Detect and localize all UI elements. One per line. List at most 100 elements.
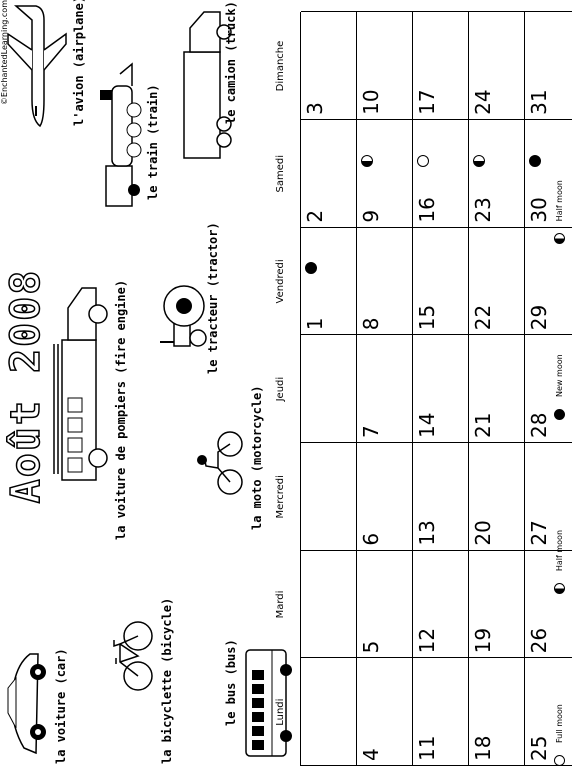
day-number: 30	[527, 197, 551, 223]
day-cell: 2	[301, 118, 357, 227]
day-number: 2	[303, 209, 327, 223]
motorcycle-icon	[197, 430, 246, 496]
day-number: 18	[471, 735, 495, 761]
fire-engine-icon	[52, 284, 110, 484]
fire-engine-label: la voiture de pompiers (fire engine)	[114, 279, 128, 540]
full-moon-icon	[417, 154, 429, 167]
page-title: Août 2008	[2, 268, 50, 504]
weekday-6: Dimanche	[275, 40, 286, 92]
day-cell: 6	[357, 441, 413, 550]
car-label: la voiture (car)	[54, 648, 68, 764]
day-cell: 10	[357, 11, 413, 119]
half-moon-icon	[361, 154, 373, 167]
day-cell: 7	[357, 334, 413, 442]
weekday-1: Mardi	[275, 590, 286, 619]
day-number: 27	[527, 520, 551, 546]
day-number: 24	[471, 89, 495, 115]
day-cell	[301, 549, 357, 658]
weekday-5: Samedi	[275, 154, 286, 193]
day-number: 11	[415, 735, 439, 761]
day-number: 26	[527, 627, 551, 654]
train-label: le train (train)	[146, 84, 160, 200]
day-cell	[301, 334, 357, 442]
legend-label: New moon	[554, 354, 564, 397]
day-number: 14	[415, 412, 439, 438]
day-number: 17	[415, 89, 439, 115]
day-cell: 24	[469, 11, 525, 119]
full-moon-icon	[553, 755, 565, 766]
weekday-0: Lundi	[275, 698, 286, 726]
day-cell: 17	[413, 11, 469, 119]
bicycle-label: la bicyclette (bicycle)	[160, 597, 174, 764]
day-number: 19	[471, 627, 495, 654]
day-cell: 21	[469, 334, 525, 442]
day-cell: 19	[469, 549, 525, 658]
truck-icon	[178, 8, 236, 162]
day-number: 15	[415, 304, 439, 331]
day-number: 21	[471, 412, 495, 438]
day-number: 7	[359, 425, 383, 438]
day-cell: 1	[301, 226, 357, 335]
day-number: 20	[471, 520, 495, 546]
tractor-icon	[154, 280, 212, 352]
day-number: 25	[527, 735, 551, 761]
day-cell: 15	[413, 226, 469, 335]
day-number: 12	[415, 627, 439, 654]
day-number: 6	[359, 532, 383, 546]
legend-item: Full moon	[553, 704, 565, 766]
day-number: 8	[359, 317, 383, 331]
day-cell: 4	[357, 657, 413, 765]
truck-label: le camion (truck)	[224, 1, 238, 124]
half-moon-icon	[553, 233, 565, 245]
tractor-label: le tracteur (tractor)	[206, 222, 220, 374]
day-number: 29	[527, 304, 551, 331]
half-moon-icon	[473, 154, 485, 167]
day-cell: 12	[413, 549, 469, 658]
car-icon	[2, 648, 46, 758]
day-number: 28	[527, 412, 551, 438]
day-cell: 13	[413, 441, 469, 550]
new-moon-icon	[529, 154, 541, 167]
day-number: 4	[359, 748, 383, 761]
legend-item: Half moon	[553, 180, 565, 245]
day-cell: 11	[413, 657, 469, 765]
new-moon-icon	[305, 262, 317, 275]
train-icon	[100, 60, 142, 210]
day-cell	[301, 441, 357, 550]
day-cell: 5	[357, 549, 413, 658]
weekday-4: Vendredi	[275, 259, 286, 304]
day-cell: 18	[469, 657, 525, 765]
new-moon-icon	[553, 408, 565, 420]
day-number: 16	[415, 197, 439, 223]
day-cell: 22	[469, 226, 525, 335]
day-number: 3	[303, 102, 327, 115]
legend-label: Full moon	[554, 704, 564, 743]
legend-item: New moon	[553, 354, 565, 420]
day-number: 23	[471, 197, 495, 223]
day-cell: 3	[301, 11, 357, 119]
legend-item: Half moon	[553, 529, 565, 595]
day-number: 22	[471, 304, 495, 331]
day-cell	[301, 657, 357, 765]
airplane-icon	[4, 2, 70, 130]
day-number: 31	[527, 89, 551, 115]
day-cell: 8	[357, 226, 413, 335]
day-number: 5	[359, 640, 383, 654]
bicycle-icon	[108, 620, 156, 692]
legend-label: Half moon	[554, 529, 564, 572]
day-cell: 14	[413, 334, 469, 442]
bus-label: le bus (bus)	[224, 639, 238, 726]
day-number: 9	[359, 209, 383, 223]
half-moon-icon	[553, 583, 565, 595]
day-cell: 23	[469, 118, 525, 227]
day-number: 1	[303, 317, 327, 331]
day-cell: 16	[413, 118, 469, 227]
legend-label: Half moon	[554, 180, 564, 222]
weekday-3: Jeudi	[275, 376, 286, 402]
day-cell: 20	[469, 441, 525, 550]
